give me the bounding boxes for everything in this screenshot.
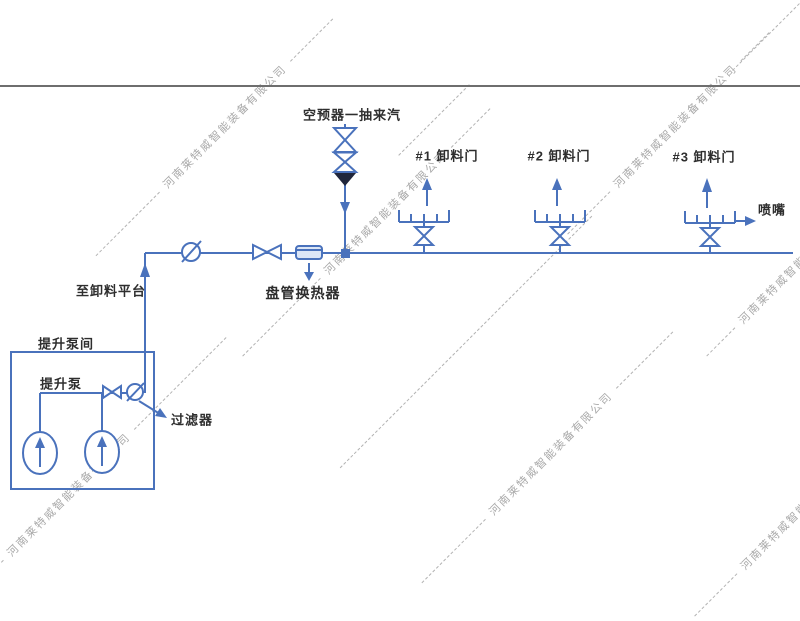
discharge-arrow-up-icon xyxy=(552,178,562,206)
filter-symbol-icon xyxy=(126,382,145,402)
gate-valve-icon xyxy=(698,227,722,247)
gate3-label: #3 卸料门 xyxy=(672,149,736,165)
check-valve-icon xyxy=(334,173,356,186)
flow-arrow-up-icon xyxy=(140,263,150,277)
discharge-arrow-up-icon xyxy=(702,178,712,208)
pump-room-label: 提升泵间 xyxy=(37,336,95,352)
unloading-branch-2 xyxy=(534,178,586,253)
pump-icon xyxy=(22,431,58,475)
piping-diagram-canvas xyxy=(10,124,793,490)
gate-valve-icon xyxy=(412,226,436,246)
to-unloading-platform-label: 至卸料平台 xyxy=(75,283,147,299)
gate2-label: #2 卸料门 xyxy=(527,148,591,164)
unloading-branch-3 xyxy=(684,178,756,253)
gate-valve-icon xyxy=(102,384,122,400)
nozzle-label: 喷嘴 xyxy=(757,202,787,218)
gate-valve-icon xyxy=(331,127,359,173)
flow-meter-icon xyxy=(181,240,202,263)
pipe-junction-icon xyxy=(341,249,350,258)
discharge-arrow-up-icon xyxy=(422,178,432,206)
coil-heat-exchanger-label: 盘管换热器 xyxy=(265,285,341,301)
spray-header-icon xyxy=(534,210,586,223)
gate1-label: #1 卸料门 xyxy=(415,148,479,164)
gate-valve-icon xyxy=(252,243,282,261)
callout-arrow-down-icon xyxy=(304,263,314,281)
pump-room-box xyxy=(10,351,155,490)
spray-header-icon xyxy=(684,211,736,224)
filter-label: 过滤器 xyxy=(170,412,214,428)
lift-pump-label: 提升泵 xyxy=(39,376,83,392)
spray-header-icon xyxy=(398,210,450,223)
sheet-border-line xyxy=(0,85,800,87)
steam-source-label: 空预器一抽来汽 xyxy=(302,107,402,123)
heat-exchanger-icon xyxy=(295,245,323,260)
flow-arrow-down-icon xyxy=(340,202,350,214)
nozzle-arrow-right-icon xyxy=(735,216,756,226)
gate-valve-icon xyxy=(548,226,572,246)
pump-icon xyxy=(84,430,120,474)
unloading-branch-1 xyxy=(398,178,450,253)
callout-arrow-filter-icon xyxy=(138,400,167,418)
